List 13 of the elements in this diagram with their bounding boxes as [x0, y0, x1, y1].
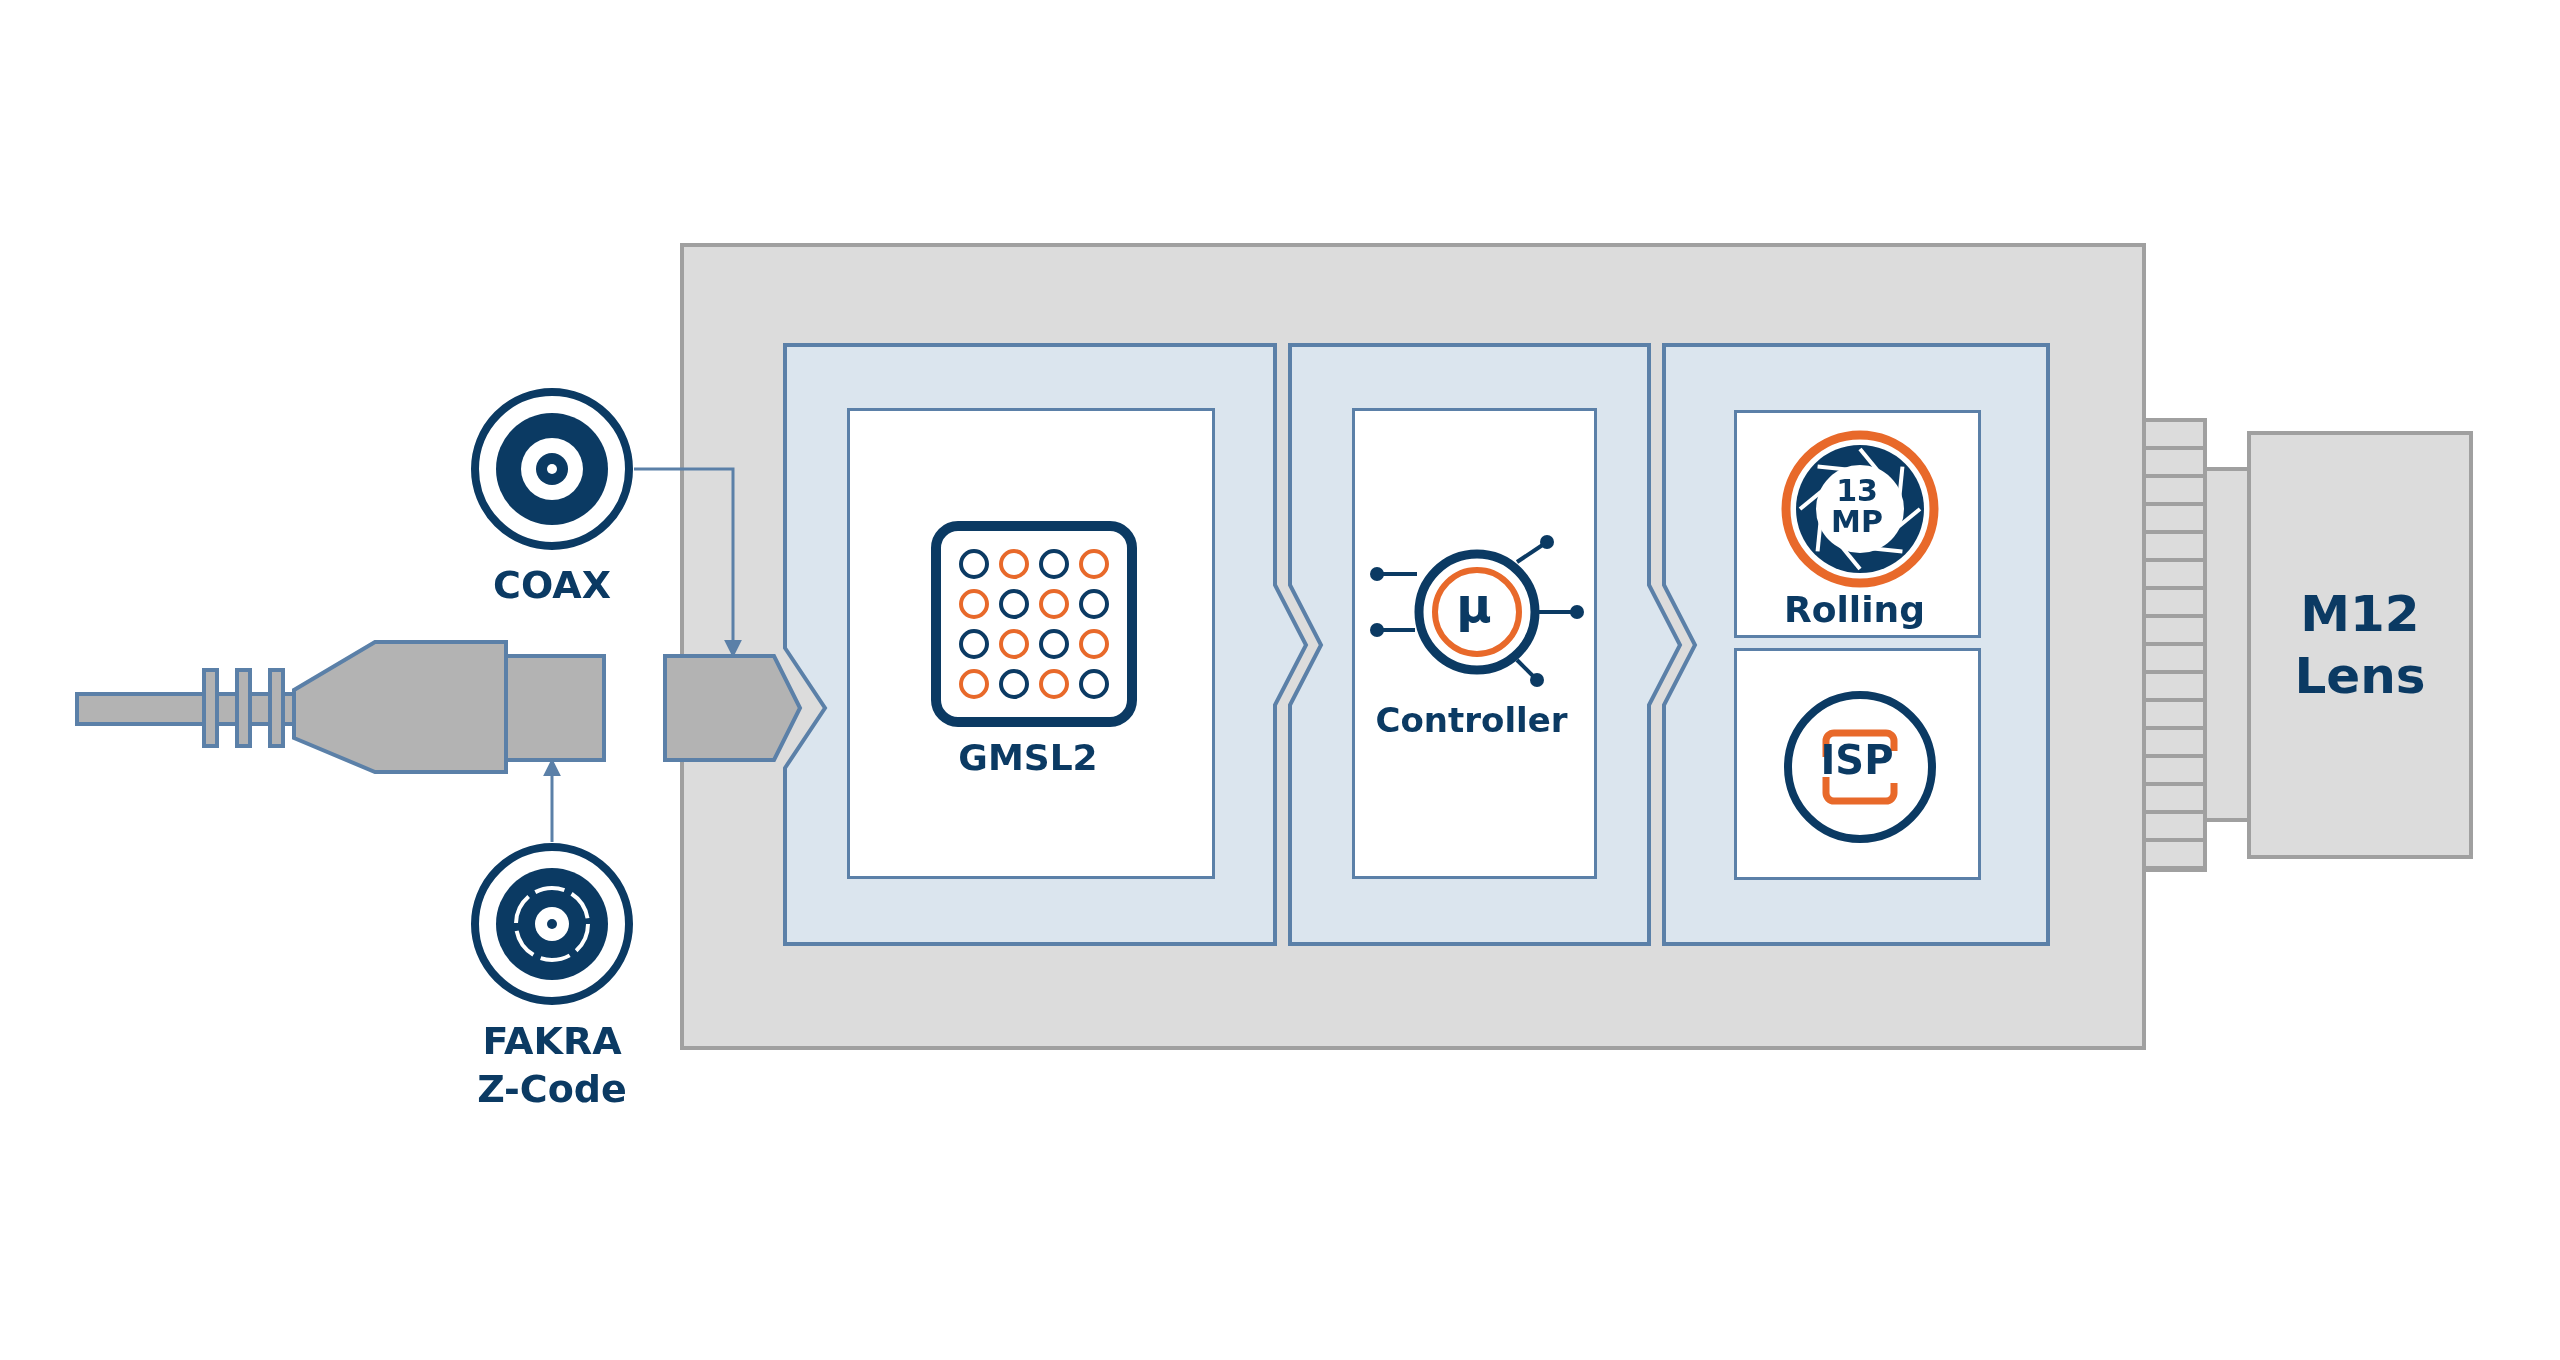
module-card	[847, 408, 1215, 879]
module-label: Rolling	[1783, 588, 1926, 631]
micro-symbol: μ	[1455, 576, 1493, 634]
lens-label: M12 Lens	[2293, 584, 2427, 707]
module-label: Controller	[1374, 700, 1569, 741]
connector-label: FAKRA Z-Code	[476, 1018, 628, 1113]
module-card	[1734, 648, 1981, 880]
megapixel-label: 13 MP	[1830, 475, 1884, 537]
isp-label: ISP	[1819, 736, 1895, 784]
module-label: GMSL2	[957, 736, 1099, 779]
connector-label: COAX	[492, 562, 612, 608]
module-card	[1352, 408, 1597, 879]
module-card	[1734, 410, 1981, 638]
